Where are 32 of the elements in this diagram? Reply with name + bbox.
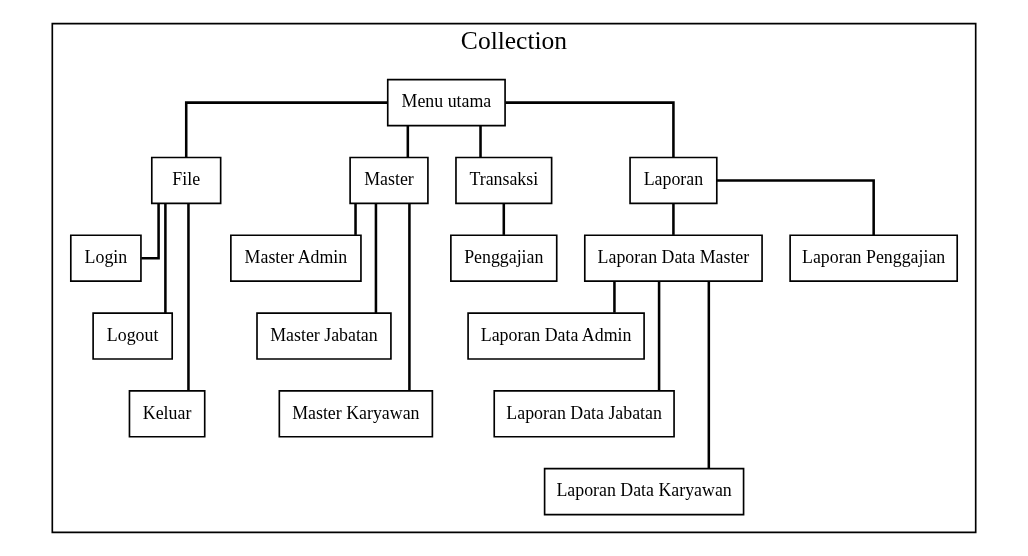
node-box: Master bbox=[349, 156, 429, 205]
connector bbox=[505, 101, 675, 158]
connector bbox=[716, 179, 875, 235]
node-box: Keluar bbox=[128, 390, 206, 438]
connector bbox=[479, 125, 482, 158]
connector bbox=[164, 203, 167, 313]
connector bbox=[502, 203, 506, 235]
node-box: Laporan Data Master bbox=[583, 234, 763, 282]
connector bbox=[354, 203, 357, 235]
node-box: Master Karyawan bbox=[278, 390, 434, 438]
node-box: Master Admin bbox=[230, 234, 362, 282]
connector bbox=[657, 281, 661, 391]
node-box: Laporan Data Admin bbox=[467, 312, 645, 360]
connector bbox=[707, 281, 711, 469]
node-box: Menu utama bbox=[386, 78, 506, 127]
connector bbox=[613, 281, 616, 313]
node-box: Master Jabatan bbox=[256, 312, 392, 360]
connector bbox=[187, 203, 190, 391]
connector bbox=[406, 125, 410, 158]
node-box: Laporan Data Jabatan bbox=[493, 390, 675, 438]
node-box: Transaksi bbox=[455, 156, 553, 205]
connector bbox=[408, 203, 411, 391]
node-box: Logout bbox=[92, 312, 173, 360]
node-box: Laporan Data Karyawan bbox=[543, 467, 745, 516]
node-box: Login bbox=[69, 234, 142, 282]
node-box: Laporan bbox=[629, 156, 718, 205]
connector bbox=[374, 203, 378, 313]
node-box: Penggajian bbox=[450, 234, 558, 282]
connector bbox=[184, 101, 388, 158]
node-box: Laporan Penggajian bbox=[789, 234, 959, 282]
node-box: File bbox=[150, 156, 222, 205]
connector bbox=[672, 203, 675, 235]
